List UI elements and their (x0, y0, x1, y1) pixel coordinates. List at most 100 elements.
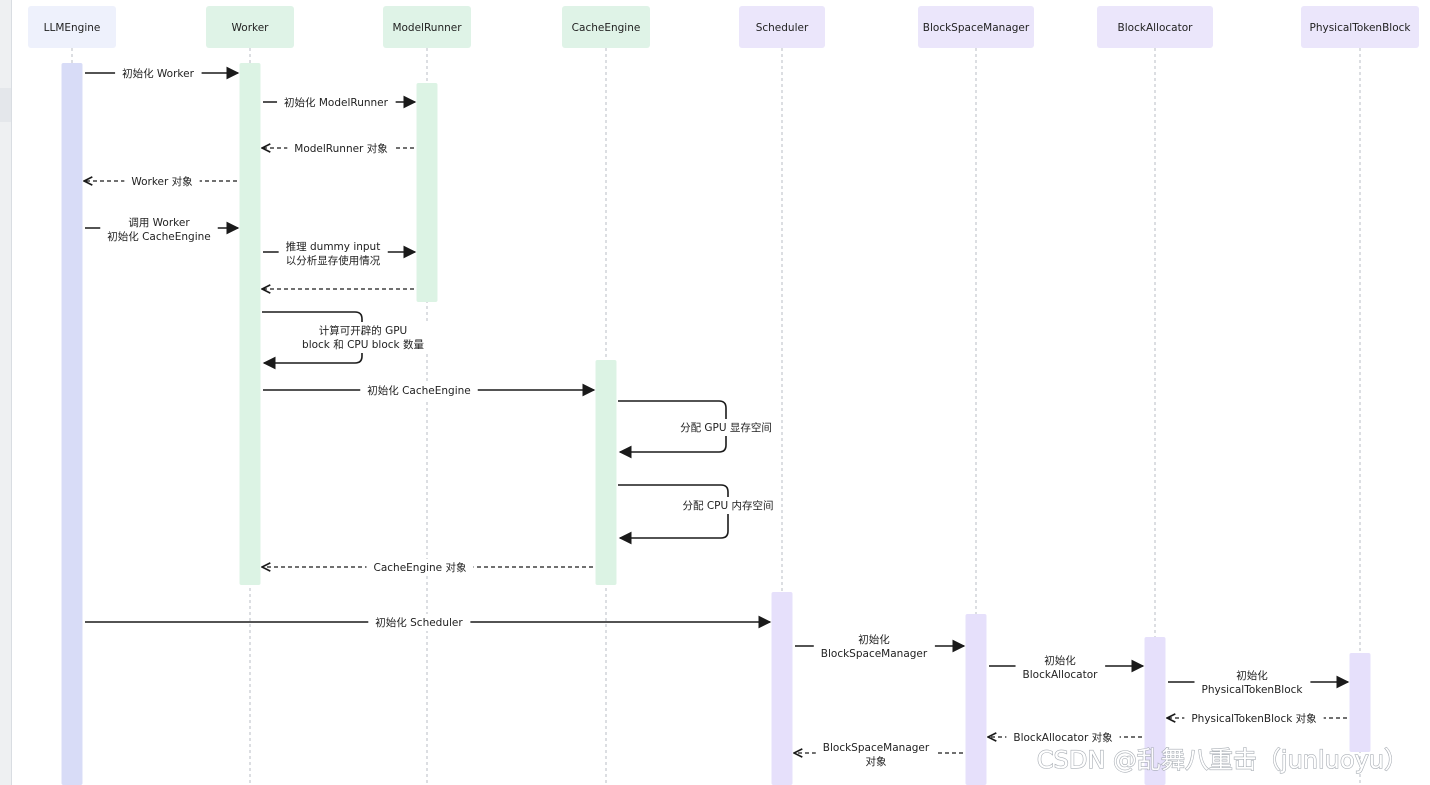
activation-bar-alloc (1144, 637, 1166, 785)
message-13: 初始化 Scheduler (85, 614, 772, 631)
message-label-background (673, 419, 779, 436)
participant-label: Scheduler (756, 22, 809, 34)
participant-alloc: BlockAllocator (1097, 6, 1213, 48)
message-label-background (813, 631, 935, 662)
message-4: Worker 对象 (84, 173, 237, 190)
participant-headers-layer: LLMEngine Worker ModelRunner CacheEngine Sch… (28, 6, 1419, 48)
participant-sched: Scheduler (739, 6, 825, 48)
message-label: block 和 CPU block 数量 (302, 338, 424, 351)
participant-runner: ModelRunner (383, 6, 471, 48)
participant-box (1301, 6, 1419, 48)
message-label-background (287, 140, 395, 157)
message-label-background (295, 322, 432, 353)
participant-bsm: BlockSpaceManager (918, 6, 1034, 48)
message-17: PhysicalTokenBlock 对象 (1167, 710, 1347, 727)
activation-bar-sched (771, 592, 793, 785)
message-12: CacheEngine 对象 (262, 559, 593, 576)
participant-box (206, 6, 294, 48)
message-2: 初始化 ModelRunner (263, 94, 417, 111)
message-label: 初始化 ModelRunner (284, 96, 389, 109)
message-label: 调用 Worker (128, 217, 190, 229)
activation-bar-cache (595, 360, 617, 585)
message-label: ModelRunner 对象 (294, 142, 387, 155)
activation-bar-worker (239, 63, 261, 585)
message-label: 初始化 Scheduler (375, 616, 463, 629)
message-label-background (1194, 667, 1311, 698)
message-label: BlockSpaceManager (821, 648, 928, 660)
participant-label: CacheEngine (572, 22, 641, 34)
message-16: 初始化 PhysicalTokenBlock (1168, 667, 1350, 698)
message-label: 初始化 (858, 633, 890, 646)
message-label-background (277, 94, 396, 111)
participant-llm: LLMEngine (28, 6, 116, 48)
participant-label: BlockAllocator (1118, 22, 1194, 34)
activation-bars-layer (61, 63, 1371, 785)
message-15: 初始化 BlockAllocator (989, 652, 1145, 683)
message-label: 对象 (866, 755, 887, 768)
message-10: 分配 GPU 显存空间 (618, 400, 779, 459)
message-label: 分配 CPU 内存空间 (682, 499, 773, 512)
message-label: 初始化 (1044, 654, 1076, 667)
message-label-background (815, 740, 937, 770)
left-window-edge (0, 0, 12, 785)
participant-box (28, 6, 116, 48)
activation-bar-ptb (1349, 653, 1371, 752)
participant-box (739, 6, 825, 48)
message-label: 计算可开辟的 GPU (319, 324, 408, 337)
message-label-background (100, 215, 218, 245)
message-label: CacheEngine 对象 (374, 561, 467, 574)
message-label: BlockAllocator 对象 (1013, 731, 1112, 744)
message-label: PhysicalTokenBlock (1202, 684, 1304, 696)
message-14: 初始化 BlockSpaceManager (795, 631, 966, 662)
activation-bar-llm (61, 63, 83, 785)
participant-label: BlockSpaceManager (923, 22, 1030, 34)
message-label-background (1006, 729, 1120, 746)
message-label-background (124, 173, 200, 190)
participant-label: LLMEngine (44, 22, 101, 34)
message-label: Worker 对象 (131, 175, 192, 188)
message-label: 分配 GPU 显存空间 (680, 421, 772, 434)
message-label-background (115, 65, 202, 82)
participant-worker: Worker (206, 6, 294, 48)
message-label-background (360, 382, 478, 399)
message-label: BlockSpaceManager (823, 742, 930, 754)
participant-box (383, 6, 471, 48)
participant-box (562, 6, 650, 48)
message-3: ModelRunner 对象 (262, 140, 414, 157)
message-9: 初始化 CacheEngine (263, 382, 596, 399)
activation-bar-runner (416, 83, 438, 302)
participant-label: Worker (232, 22, 270, 34)
message-11: 分配 CPU 内存空间 (618, 484, 781, 545)
activation-bar-bsm (965, 614, 987, 785)
participant-label: PhysicalTokenBlock (1310, 22, 1412, 34)
message-label: 初始化 CacheEngine (107, 230, 210, 243)
message-label: BlockAllocator (1023, 669, 1099, 681)
message-1: 初始化 Worker (85, 65, 240, 82)
lifelines-layer (71, 48, 1361, 785)
participant-box (1097, 6, 1213, 48)
message-label-background (368, 614, 471, 631)
participant-ptb: PhysicalTokenBlock (1301, 6, 1419, 48)
message-label: PhysicalTokenBlock 对象 (1191, 712, 1316, 725)
participant-label: ModelRunner (392, 22, 462, 34)
participant-box (918, 6, 1034, 48)
message-label: 初始化 CacheEngine (367, 384, 470, 397)
participant-cache: CacheEngine (562, 6, 650, 48)
message-label-background (675, 497, 781, 514)
watermark: CSDN @乱舞八重击（junluoyu） (1037, 746, 1408, 774)
left-edge-tab (0, 88, 11, 122)
message-label: 初始化 Worker (122, 67, 195, 80)
message-label: 以分析显存使用情况 (286, 254, 381, 267)
message-label-background (278, 238, 388, 269)
message-label: 推理 dummy input (286, 240, 381, 253)
message-18: BlockAllocator 对象 (988, 729, 1142, 746)
message-label-background (1015, 652, 1106, 683)
message-label: 初始化 (1236, 669, 1268, 682)
message-label-background (1184, 710, 1324, 727)
